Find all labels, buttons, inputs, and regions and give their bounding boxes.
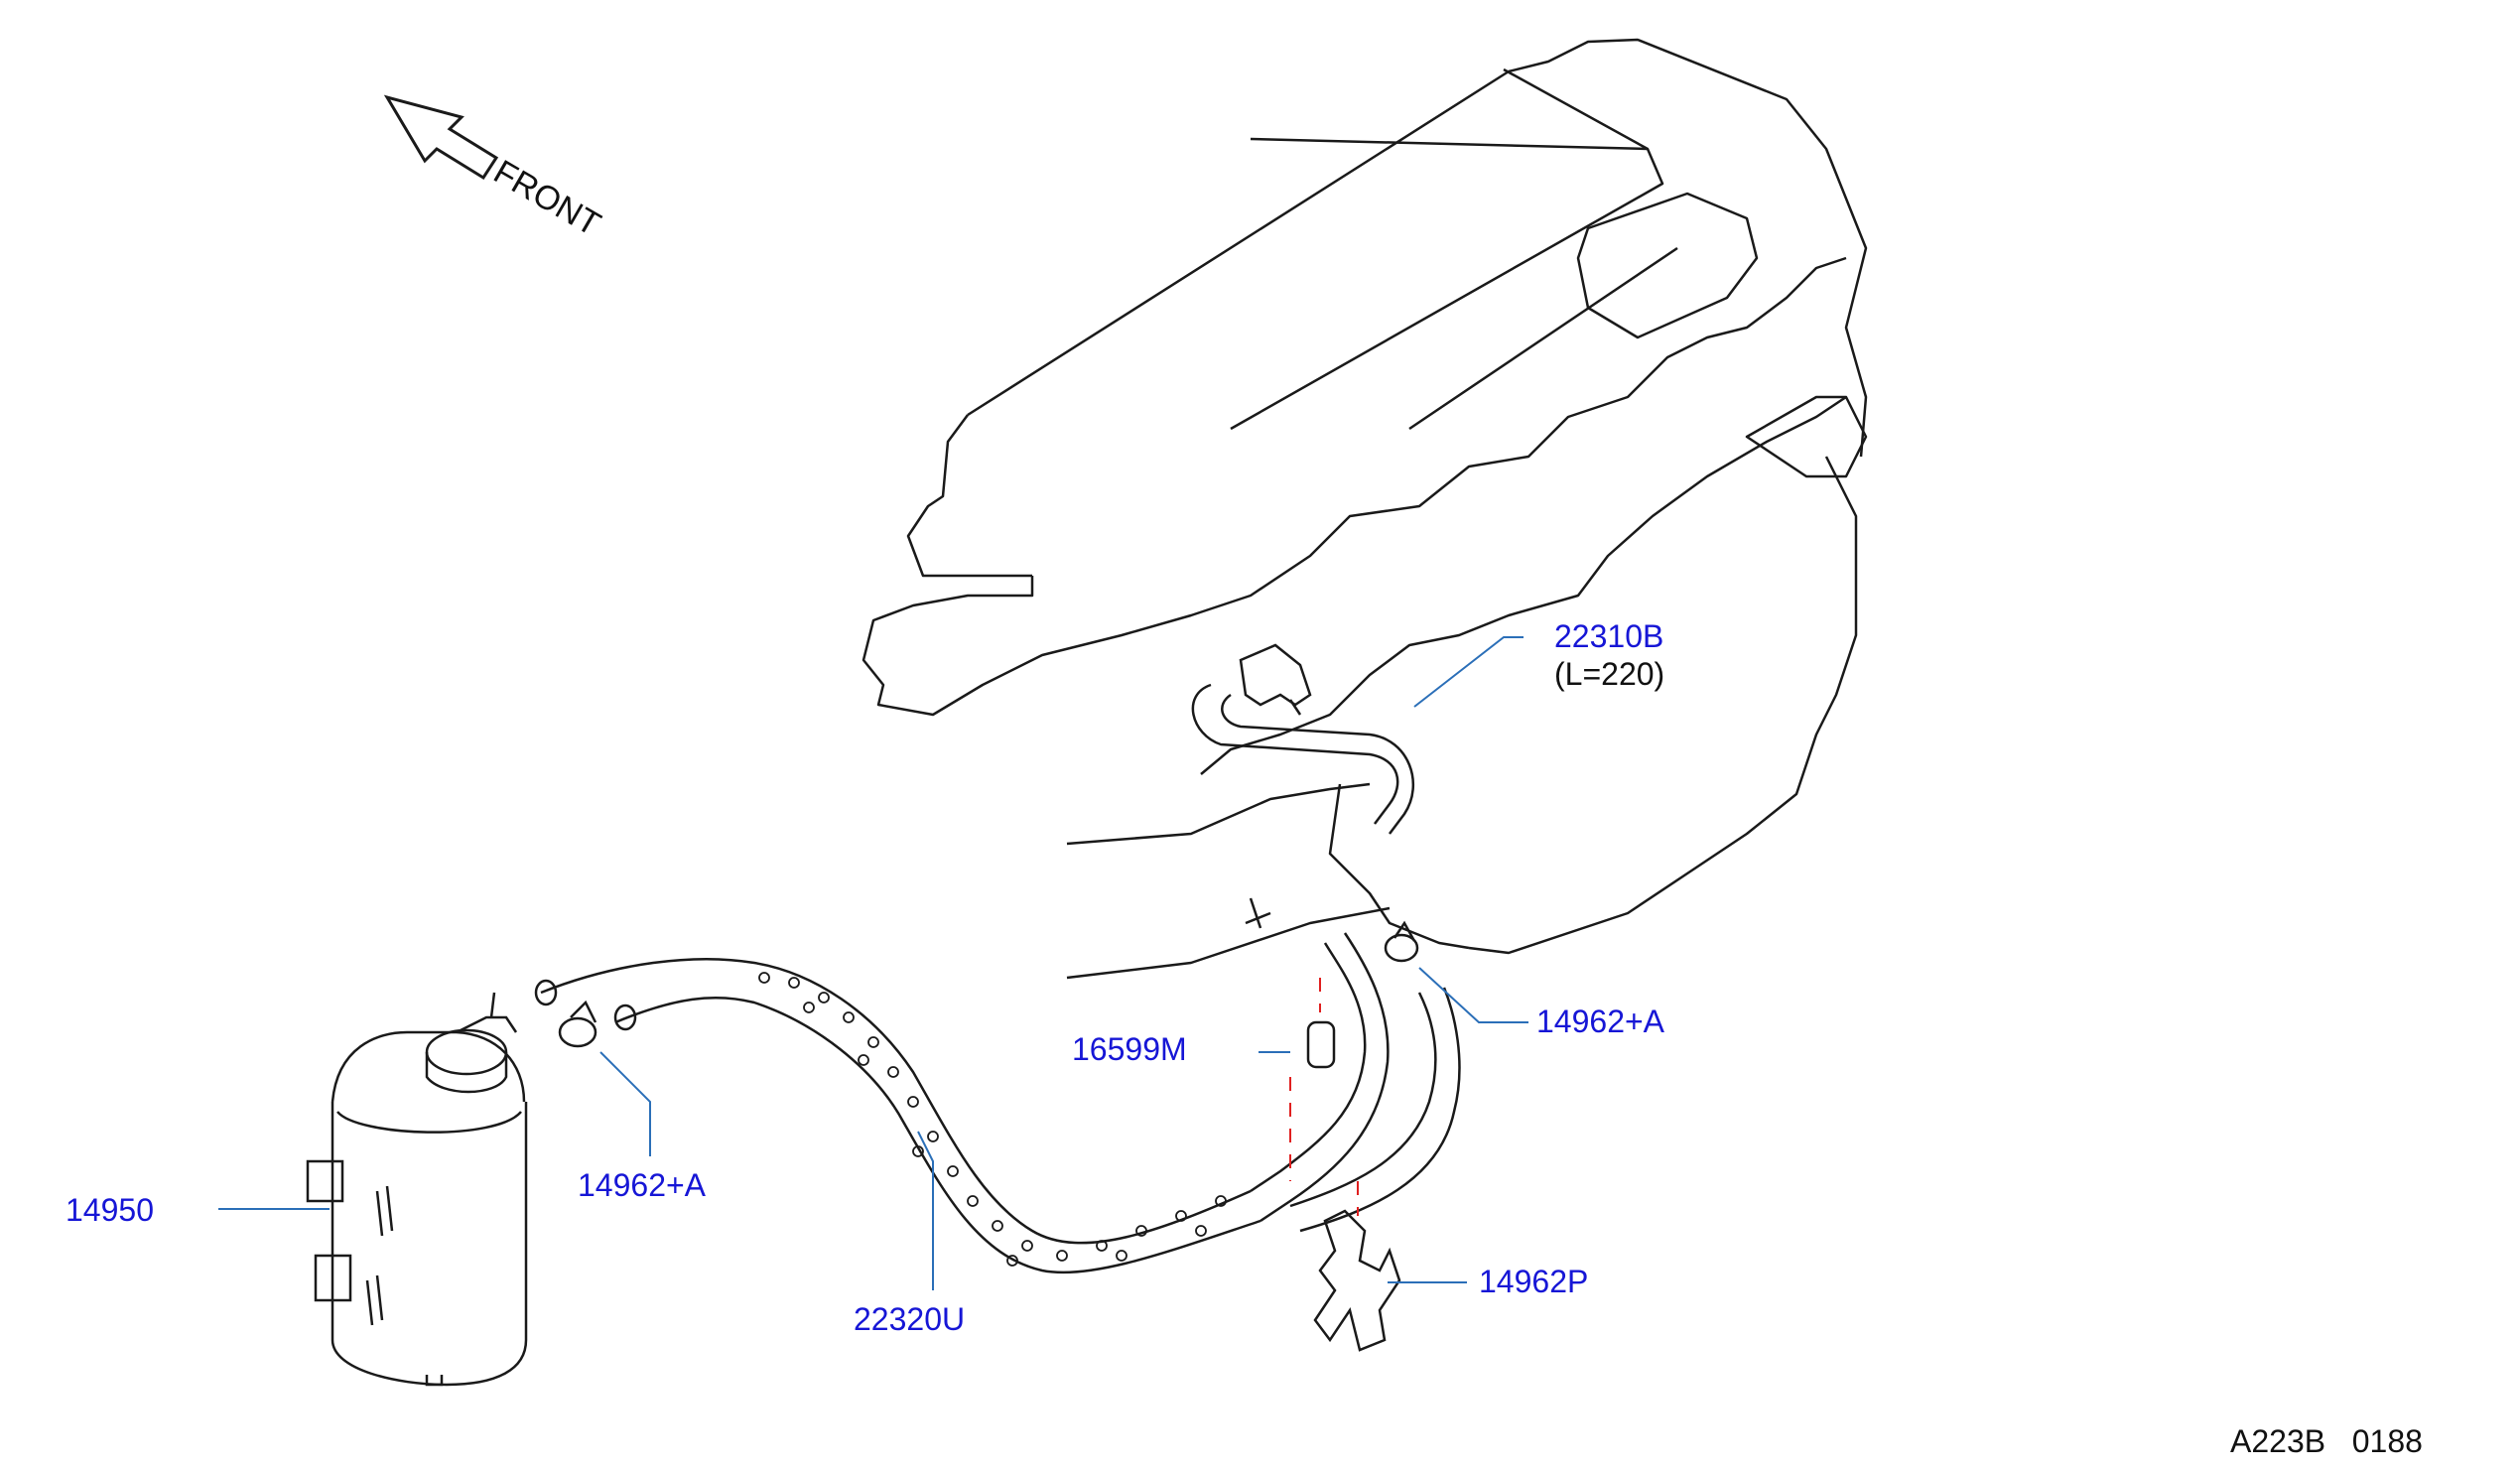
assembly-dash-lines: [1289, 978, 1359, 1216]
label-22310b: 22310B: [1554, 618, 1663, 654]
clamp-14962a-right: [1384, 920, 1419, 963]
label-14962p: 14962P: [1479, 1264, 1588, 1299]
front-arrow-icon: [383, 94, 499, 181]
label-16599m: 16599M: [1072, 1031, 1187, 1067]
label-22310b-length: (L=220): [1554, 656, 1664, 692]
clamp-14962a-left: [558, 1000, 597, 1048]
leader-lines: [218, 636, 1528, 1290]
label-22320u: 22320U: [854, 1301, 965, 1337]
label-14962a-left: 14962+A: [578, 1167, 707, 1203]
evap-hose-22320u: [534, 958, 1261, 1274]
canister-14950: [306, 992, 528, 1387]
label-14950: 14950: [66, 1192, 154, 1228]
engine-outline: [862, 38, 1868, 980]
branch-hoses: [1250, 932, 1461, 1233]
hose-perforations: [758, 972, 1227, 1267]
vacuum-hose-22310b: [1191, 643, 1414, 835]
drawing-reference: A223B 0188: [2230, 1423, 2423, 1459]
front-label: FRONT: [487, 153, 606, 243]
clip-14962p: [1313, 1209, 1401, 1352]
label-14962a-right: 14962+A: [1536, 1004, 1665, 1039]
